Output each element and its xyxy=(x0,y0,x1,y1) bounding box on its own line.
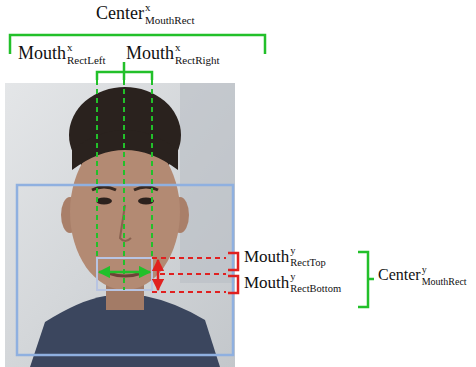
mouth-bottom-label-superscript: y xyxy=(290,272,295,283)
center-x-label-base: Center xyxy=(96,4,144,22)
mouth-top-label-base: Mouth xyxy=(244,248,289,265)
mouth-bottom-label-subscript: RectBottom xyxy=(290,284,341,295)
center-y-label-base: Center xyxy=(378,267,421,283)
mouth-right-label-superscript: x xyxy=(175,42,181,53)
mouth-right-label-base: Mouth xyxy=(126,44,174,62)
center-y-label-subscript: MouthRect xyxy=(422,277,467,287)
mouth-left-label-superscript: x xyxy=(67,42,73,53)
mouth-bottom-label-base: Mouth xyxy=(244,274,289,291)
mouth-left-label-subscript: RectLeft xyxy=(67,55,105,66)
center-x-label-superscript: x xyxy=(145,2,151,13)
mouth-top-label-subscript: RectTop xyxy=(290,258,325,269)
mouth-right-label-subscript: RectRight xyxy=(175,55,220,66)
center-x-label-subscript: MouthRect xyxy=(145,15,195,26)
center-y-label-superscript: y xyxy=(422,265,427,275)
mouth-top-label-superscript: y xyxy=(290,246,295,257)
mouth-left-label-base: Mouth xyxy=(18,44,66,62)
